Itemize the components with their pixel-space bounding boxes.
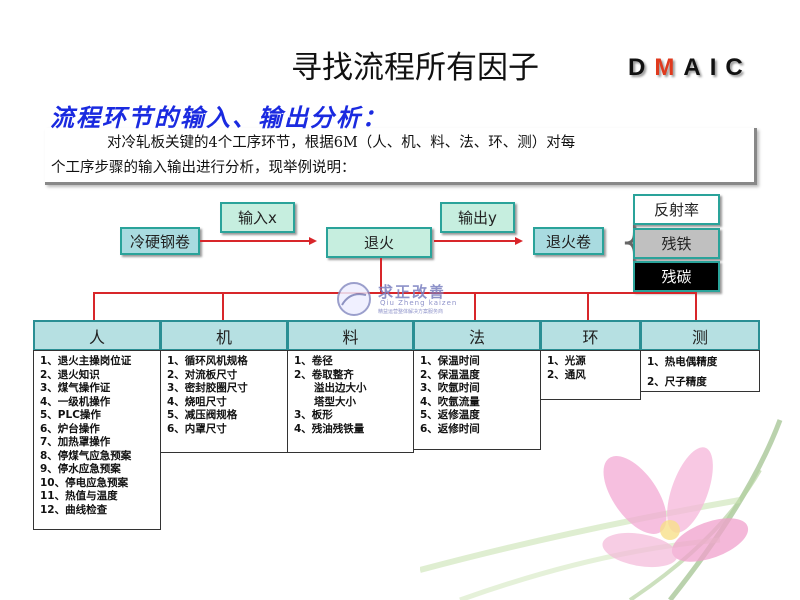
list-item: 2、通风: [547, 368, 586, 381]
list-item: 塔型大小: [314, 395, 356, 408]
list-item: 4、一级机操作: [40, 395, 111, 408]
output-y-box: 输出y: [440, 202, 515, 233]
list-item: 2、退火知识: [40, 368, 100, 381]
input-material-box: 冷硬钢卷: [120, 227, 200, 255]
logo: 求正改善 Qiu Zheng kaizen 精益运营整体解决方案服务商: [336, 281, 476, 317]
list-item: 溢出边大小: [314, 382, 367, 394]
list-item: 3、吹氩时间: [420, 382, 480, 394]
output-reflectivity: 反射率: [633, 194, 720, 225]
list-item: 3、煤气操作证: [40, 382, 111, 394]
list-item: 3、板形: [294, 409, 333, 421]
logo-icon: [337, 282, 371, 316]
connector-line: [93, 292, 95, 320]
connector-line: [474, 292, 476, 320]
flower-decoration: [420, 419, 783, 600]
list-item: 4、残油残铁量: [294, 422, 365, 435]
list-item: 4、烧咀尺寸: [167, 395, 227, 408]
logo-tagline: 精益运营整体解决方案服务商: [378, 309, 444, 315]
output-product-box: 退火卷: [533, 227, 604, 255]
machine-list: 1、循环风机规格 2、对流板尺寸 3、密封胶圈尺寸 4、烧咀尺寸 5、减压阀规格…: [160, 350, 288, 453]
category-header-measurement: 测: [640, 320, 760, 351]
list-item: 2、保温温度: [420, 368, 480, 381]
connector-line: [222, 292, 224, 320]
connector-line: [587, 292, 589, 320]
list-item: 11、热值与温度: [40, 490, 118, 502]
method-list: 1、保温时间 2、保温温度 3、吹氩时间 4、吹氩流量 5、返修温度 6、返修时…: [413, 350, 541, 450]
material-list: 1、卷径 2、卷取整齐 溢出边大小 塔型大小 3、板形 4、残油残铁量: [287, 350, 414, 453]
category-header-machine: 机: [160, 320, 288, 351]
arrow-head-icon: [515, 237, 523, 245]
list-item: 7、加热罩操作: [40, 436, 111, 448]
list-item: 5、PLC操作: [40, 409, 101, 421]
connector-line: [695, 292, 697, 320]
dmaic-c: C: [725, 54, 752, 81]
intro-textbox: 对冷轧板关键的4个工序环节，根据6M（人、机、料、法、环、测）对每 个工序步骤的…: [45, 128, 757, 185]
list-item: 6、返修时间: [420, 422, 480, 435]
logo-name: 求正改善: [378, 283, 447, 301]
list-item: 8、停煤气应急预案: [40, 449, 132, 462]
list-item: 1、保温时间: [420, 355, 480, 367]
measurement-list: 1、热电偶精度 2、尺子精度: [640, 350, 760, 392]
list-item: 1、热电偶精度: [647, 356, 718, 368]
output-residual-iron: 残铁: [633, 228, 720, 259]
list-item: 12、曲线检查: [40, 503, 108, 516]
list-item: 10、停电应急预案: [40, 476, 129, 489]
logo-pinyin: Qiu Zheng kaizen: [380, 299, 458, 307]
list-item: 2、卷取整齐: [294, 368, 354, 381]
list-item: 3、密封胶圈尺寸: [167, 382, 248, 394]
people-list: 1、退火主操岗位证 2、退火知识 3、煤气操作证 4、一级机操作 5、PLC操作…: [33, 350, 161, 530]
list-item: 1、循环风机规格: [167, 355, 248, 367]
dmaic-i: I: [709, 54, 726, 81]
arrow-line: [434, 240, 516, 242]
section-subtitle: 流程环节的输入、输出分析：: [50, 103, 388, 132]
list-item: 1、退火主操岗位证: [40, 355, 132, 367]
list-item: 2、对流板尺寸: [167, 368, 238, 381]
list-item: 5、返修温度: [420, 409, 480, 421]
dmaic-m: M: [654, 54, 684, 81]
list-item: 1、光源: [547, 355, 586, 367]
dmaic-label: DMAIC: [628, 54, 752, 82]
arrow-head-icon: [309, 237, 317, 245]
dmaic-a: A: [683, 54, 710, 81]
dmaic-d: D: [628, 54, 655, 81]
list-item: 4、吹氩流量: [420, 395, 480, 408]
list-item: 9、停水应急预案: [40, 463, 121, 475]
connector-line: [93, 292, 696, 294]
intro-line-2: 个工序步骤的输入输出进行分析，现举例说明：: [51, 160, 356, 176]
category-header-material: 料: [287, 320, 414, 351]
arrow-line: [200, 240, 310, 242]
connector-line: [380, 258, 382, 293]
list-item: 6、内罩尺寸: [167, 422, 227, 435]
category-header-environment: 环: [540, 320, 641, 351]
input-x-box: 输入x: [220, 202, 295, 233]
process-box: 退火: [326, 227, 432, 258]
intro-line-1: 对冷轧板关键的4个工序环节，根据6M（人、机、料、法、环、测）对每: [107, 135, 576, 151]
list-item: 2、尺子精度: [647, 376, 707, 388]
list-item: 1、卷径: [294, 355, 333, 367]
output-residual-carbon: 残碳: [633, 261, 720, 292]
list-item: 6、炉台操作: [40, 422, 100, 435]
category-header-method: 法: [413, 320, 541, 351]
environment-list: 1、光源 2、通风: [540, 350, 641, 400]
list-item: 5、减压阀规格: [167, 409, 238, 421]
page-title: 寻找流程所有因子: [291, 50, 539, 86]
category-header-people: 人: [33, 320, 161, 351]
